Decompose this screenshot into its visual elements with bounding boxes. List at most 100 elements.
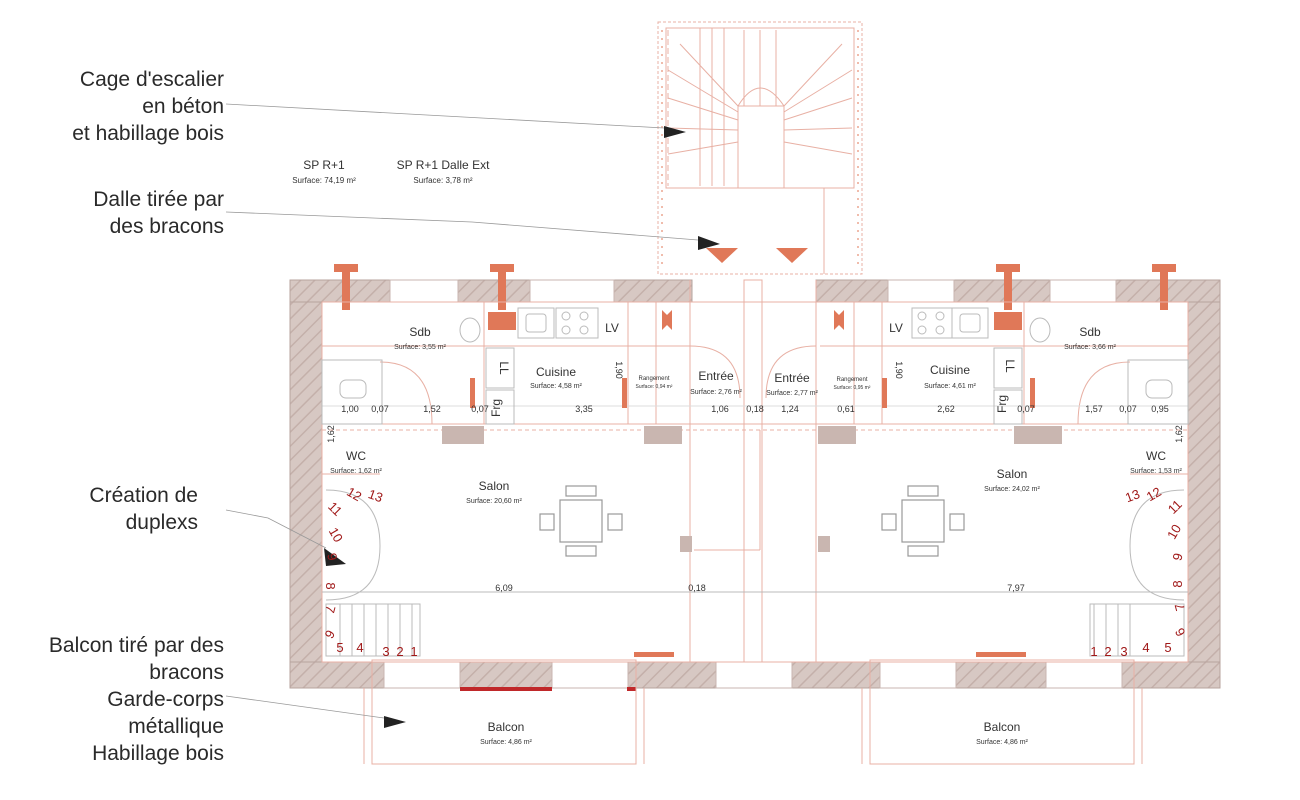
flues xyxy=(334,264,1176,330)
room-surface: Surface: 3,66 m² xyxy=(1064,344,1116,351)
step-number: 4 xyxy=(1142,640,1149,655)
annotation-balcon: Balcon tiré par des bracons Garde-corps … xyxy=(48,634,224,765)
annotation-duplex: Création de duplexs xyxy=(89,484,198,534)
fixture-label-frg: Frg xyxy=(489,399,503,417)
step-number: 12 xyxy=(344,484,364,504)
room-name: Balcon xyxy=(488,720,525,734)
dimension: 1,62 xyxy=(1174,425,1184,443)
dalle-marker-right xyxy=(776,248,808,263)
room-name: Rangement xyxy=(638,376,669,382)
room-name: Sdb xyxy=(1079,325,1101,339)
dimension: 2,62 xyxy=(937,404,955,414)
fixture-label-ll: LL xyxy=(1003,359,1017,373)
step-number: 7 xyxy=(322,604,338,615)
step-number: 8 xyxy=(1170,580,1185,587)
spiral-stair-left xyxy=(325,489,421,657)
step-number: 7 xyxy=(1171,602,1187,613)
annotation-cage: Cage d'escalier en béton et habillage bo… xyxy=(72,68,224,145)
dimension: 1,90 xyxy=(614,361,624,379)
room-surface: Surface: 4,86 m² xyxy=(480,739,532,746)
stair-cage xyxy=(657,21,863,275)
step-number: 1 xyxy=(1090,644,1097,659)
fixtures xyxy=(321,307,1189,425)
step-number: 5 xyxy=(336,640,343,655)
room-surface: Surface: 4,58 m² xyxy=(530,383,582,390)
room-name: Cuisine xyxy=(536,365,576,379)
room-surface: Surface: 0,95 m² xyxy=(834,385,871,391)
dimension: 0,61 xyxy=(837,404,855,414)
step-number: 2 xyxy=(1104,644,1111,659)
arrow-cage xyxy=(664,126,686,138)
room-name: Rangement xyxy=(836,377,867,383)
dimension: 7,97 xyxy=(1007,583,1025,593)
step-number: 13 xyxy=(366,486,385,505)
room-name: WC xyxy=(346,449,366,463)
dimension: 1,06 xyxy=(711,404,729,414)
room-surface: Surface: 2,77 m² xyxy=(766,390,818,397)
room-surface: Surface: 24,02 m² xyxy=(984,486,1040,493)
arrow-balcon xyxy=(384,716,406,728)
fixture-label-ll: LL xyxy=(497,361,511,375)
arrow-dalle xyxy=(698,236,720,250)
room-surface: Surface: 4,86 m² xyxy=(976,739,1028,746)
room-surface: Surface: 2,76 m² xyxy=(690,389,742,396)
windows xyxy=(383,279,1123,689)
partitions xyxy=(321,279,1189,765)
room-surface: Surface: 4,61 m² xyxy=(924,383,976,390)
summary-sp: SP R+1 Surface: 74,19 m² xyxy=(292,158,356,185)
room-name: Cuisine xyxy=(930,363,970,377)
step-number: 3 xyxy=(382,644,389,659)
spiral-stair-right xyxy=(1089,489,1185,657)
dimension: 0,18 xyxy=(746,404,764,414)
dimension: 1,52 xyxy=(423,404,441,414)
step-number: 4 xyxy=(356,640,363,655)
step-number: 10 xyxy=(1164,522,1184,542)
step-number: 5 xyxy=(1164,640,1171,655)
step-number: 12 xyxy=(1144,484,1164,504)
dining-table-left xyxy=(539,485,623,557)
dimension: 0,07 xyxy=(371,404,389,414)
step-number: 1 xyxy=(410,644,417,659)
arrow-duplex xyxy=(324,548,346,566)
dimension: 0,95 xyxy=(1151,404,1169,414)
step-number: 6 xyxy=(1172,625,1189,639)
room-surface: Surface: 1,53 m² xyxy=(1130,468,1182,475)
step-number: 3 xyxy=(1120,644,1127,659)
room-surface: Surface: 1,62 m² xyxy=(330,468,382,475)
dimension: 1,00 xyxy=(341,404,359,414)
step-number: 13 xyxy=(1123,486,1142,505)
annotation-dalle: Dalle tirée par des bracons xyxy=(93,188,224,238)
summary-dalle: SP R+1 Dalle Ext Surface: 3,78 m² xyxy=(396,158,490,185)
outer-walls xyxy=(289,279,1221,689)
step-number: 11 xyxy=(1165,497,1185,517)
room-surface: Surface: 20,60 m² xyxy=(466,498,522,505)
step-number: 11 xyxy=(325,499,345,519)
step-number: 10 xyxy=(326,525,346,545)
fixture-label-frg: Frg xyxy=(995,395,1009,413)
step-number: 9 xyxy=(324,551,340,562)
dimension: 0,07 xyxy=(1017,404,1035,414)
dining-table-right xyxy=(881,485,965,557)
dimension: 1,24 xyxy=(781,404,799,414)
step-number: 9 xyxy=(1169,551,1185,562)
dimension: 1,90 xyxy=(894,361,904,379)
room-name: Salon xyxy=(997,467,1028,481)
step-number: 8 xyxy=(323,582,338,589)
fixture-label-lv: LV xyxy=(605,321,619,335)
dimension: 3,35 xyxy=(575,404,593,414)
wall-blocks xyxy=(442,426,1062,552)
step-number: 2 xyxy=(396,644,403,659)
room-name: Sdb xyxy=(409,325,431,339)
accent-blocks xyxy=(470,310,1035,657)
dimension: 0,18 xyxy=(688,583,706,593)
leader-lines xyxy=(225,103,699,719)
room-name: Salon xyxy=(479,479,510,493)
dimension: 6,09 xyxy=(495,583,513,593)
dimension: 1,57 xyxy=(1085,404,1103,414)
dimension: 1,62 xyxy=(326,425,336,443)
room-surface: Surface: 3,55 m² xyxy=(394,344,446,351)
room-name: Entrée xyxy=(698,369,734,383)
dimension: 0,07 xyxy=(471,404,489,414)
fixture-label-lv: LV xyxy=(889,321,903,335)
